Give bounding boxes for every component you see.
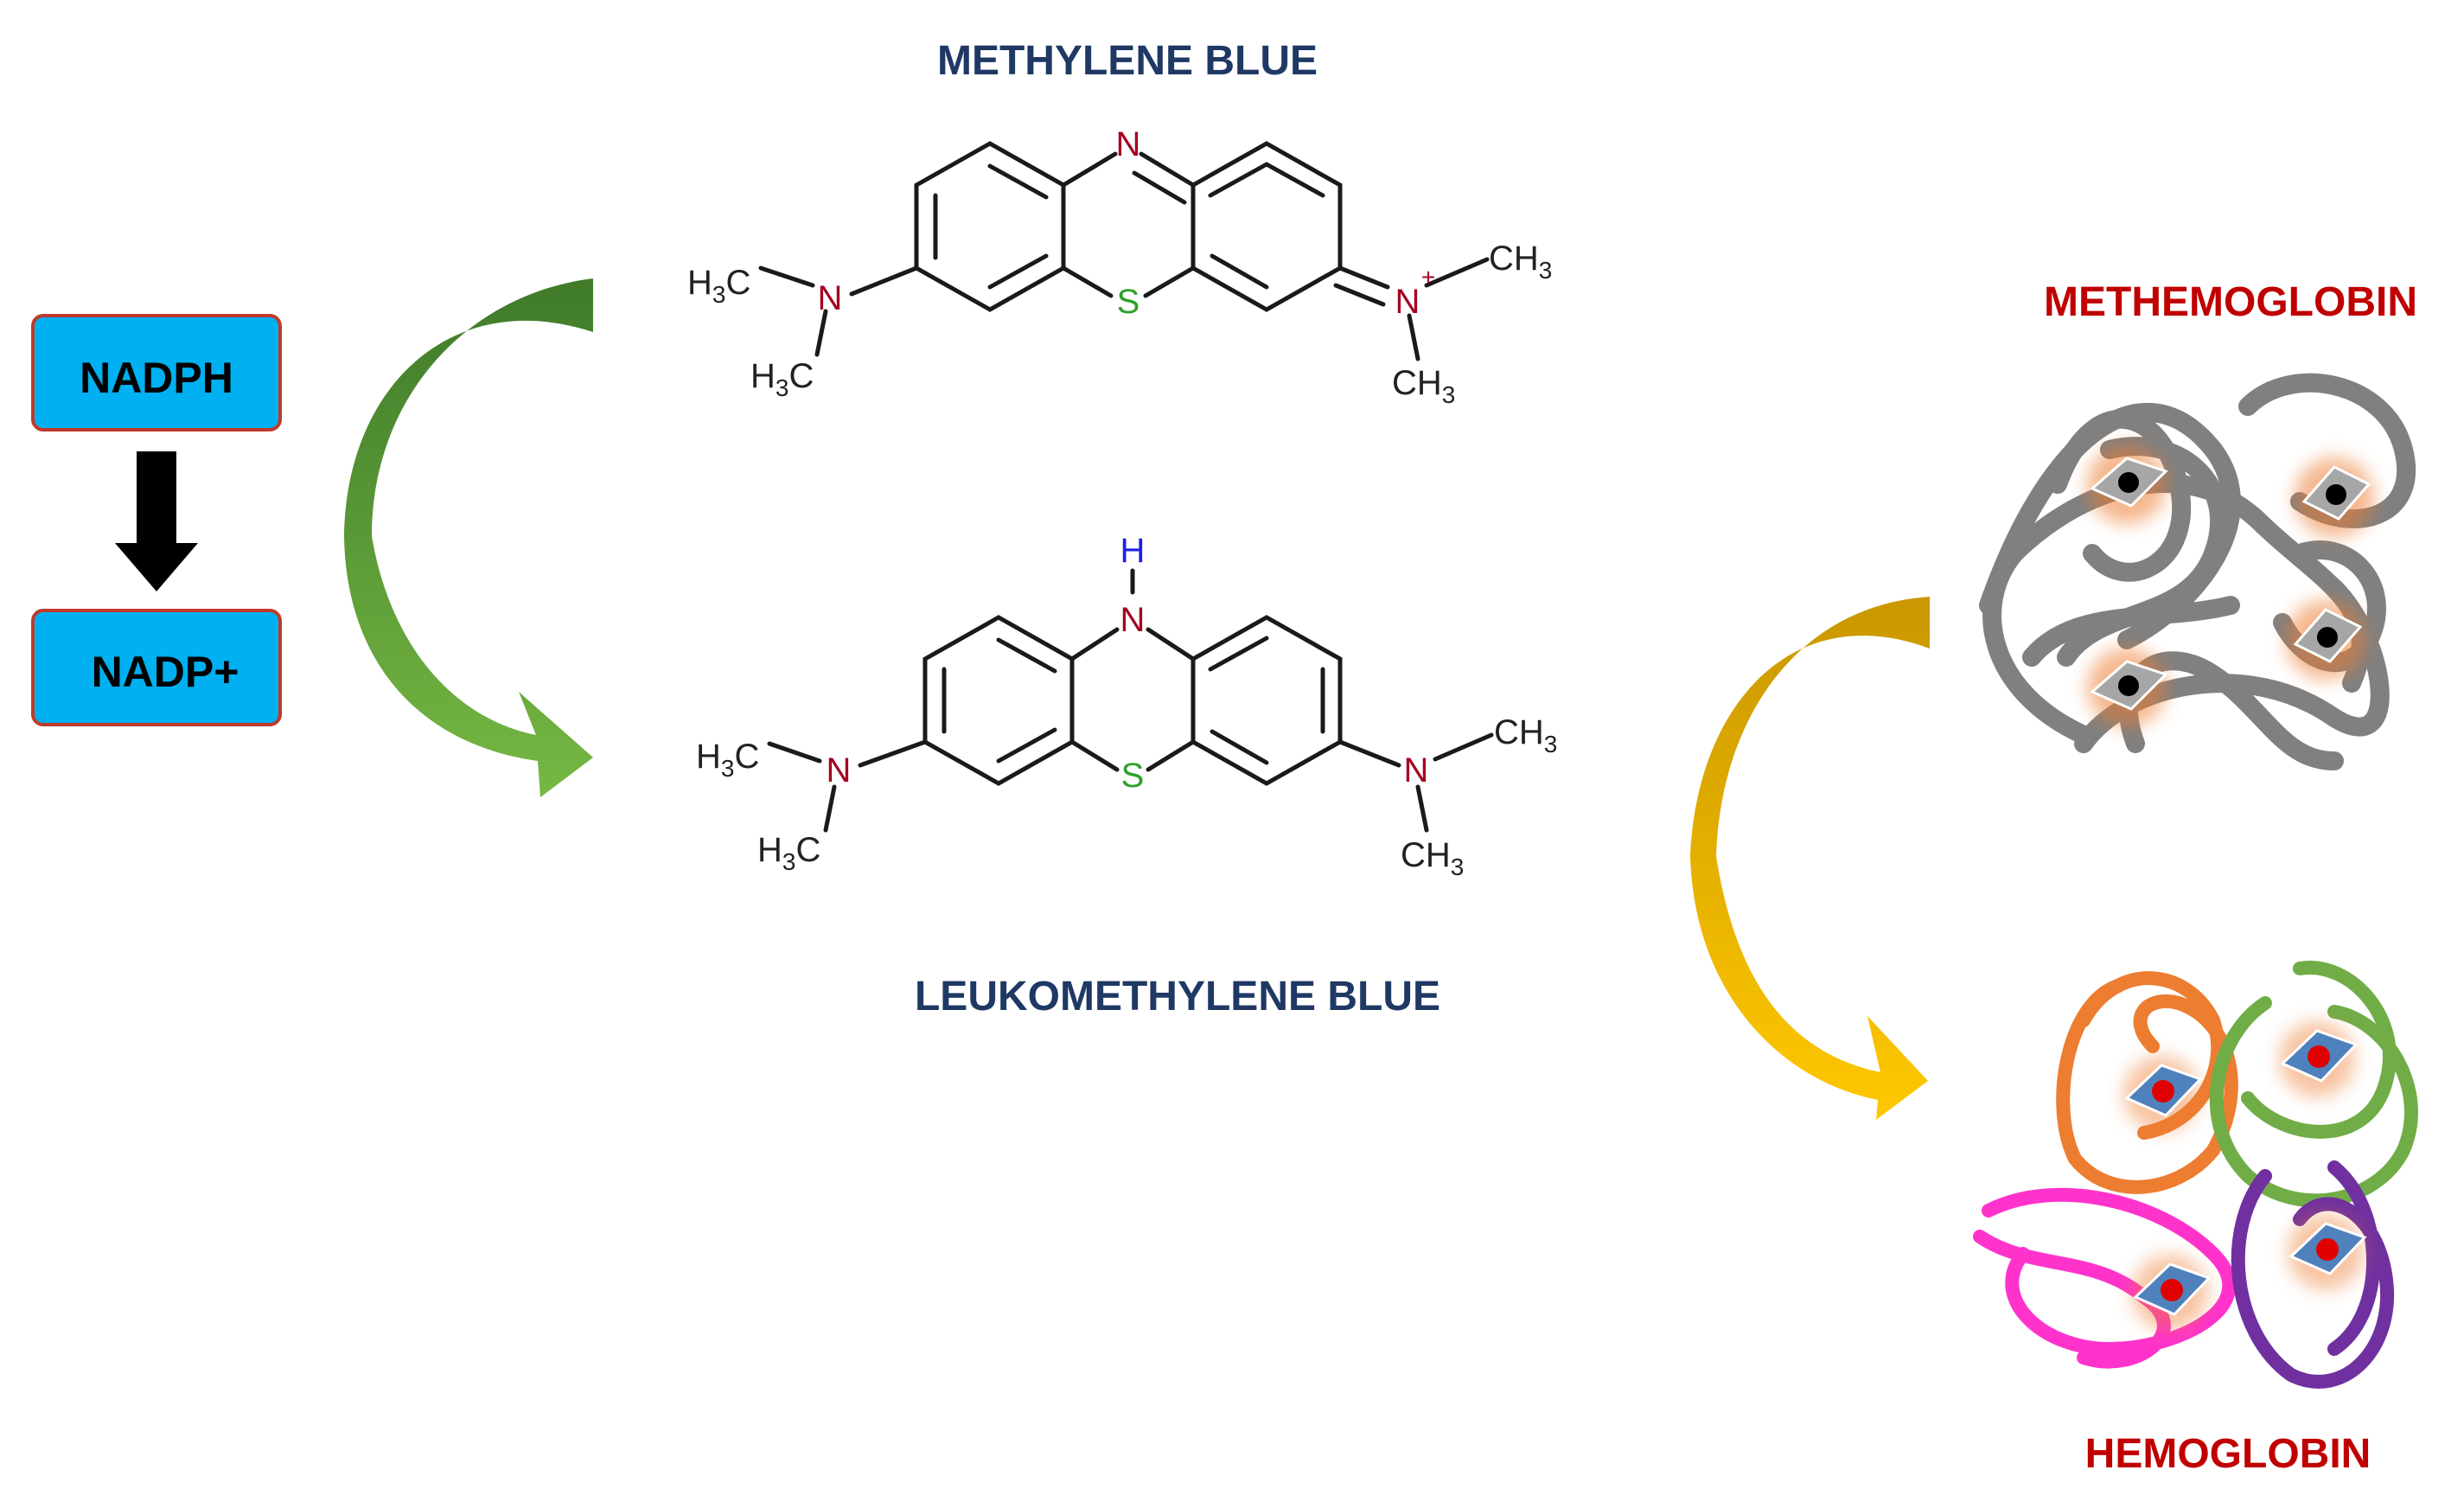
mb-positive-charge: + — [1421, 264, 1435, 291]
lmb-right-methyl-top: CH3 — [1494, 713, 1557, 757]
methylene-blue-atoms: N S N N + H3C H3C CH3 CH3 — [687, 125, 1552, 408]
lmb-left-nitrogen: N — [827, 751, 852, 789]
leukomethylene-blue-title: LEUKOMETHYLENE BLUE — [915, 974, 1440, 1019]
nadph-label: NADPH — [80, 354, 233, 402]
hemoglobin-illustration — [1973, 961, 2418, 1389]
leukomethylene-blue-atoms: H N S N N H3C H3C CH3 CH3 — [696, 532, 1557, 880]
lmb-left-methyl-top: H3C — [696, 738, 759, 782]
methemoglobin-chains — [1979, 373, 2416, 770]
lmb-ring-sulfur: S — [1121, 757, 1145, 795]
nadp-plus-box: NADP+ — [31, 609, 282, 726]
lmb-left-methyl-bottom: H3C — [757, 831, 820, 875]
nadph-box: NADPH — [31, 314, 282, 431]
green-curved-arrow — [344, 278, 593, 797]
mb-ring-nitrogen: N — [1116, 125, 1141, 163]
hemoglobin-title: HEMOGLOBIN — [2085, 1431, 2371, 1477]
nadp-plus-label: NADP+ — [92, 648, 239, 696]
mb-left-nitrogen: N — [818, 279, 843, 317]
mb-left-methyl-bottom: H3C — [750, 357, 814, 401]
mb-right-nitrogen: N — [1395, 283, 1420, 321]
reaction-down-arrow — [115, 451, 198, 591]
leukomethylene-blue-structure — [767, 568, 1494, 833]
lmb-right-methyl-bottom: CH3 — [1401, 836, 1464, 880]
mb-right-methyl-top: CH3 — [1489, 240, 1552, 284]
lmb-ring-hydrogen: H — [1120, 532, 1146, 570]
methemoglobin-heme-groups — [2087, 444, 2374, 727]
methylene-blue-structure — [758, 141, 1490, 361]
mb-left-methyl-top: H3C — [687, 264, 750, 308]
mb-right-methyl-bottom: CH3 — [1392, 364, 1455, 408]
lmb-ring-nitrogen: N — [1120, 601, 1146, 639]
hemoglobin-heme-groups — [2123, 1021, 2367, 1331]
yellow-curved-arrow — [1690, 597, 1930, 1120]
lmb-right-nitrogen: N — [1404, 751, 1429, 789]
mb-ring-sulfur: S — [1117, 283, 1140, 321]
methemoglobin-title: METHEMOGLOBIN — [2044, 279, 2417, 325]
methemoglobin-illustration — [1979, 373, 2416, 770]
methylene-blue-title: METHYLENE BLUE — [937, 38, 1318, 84]
